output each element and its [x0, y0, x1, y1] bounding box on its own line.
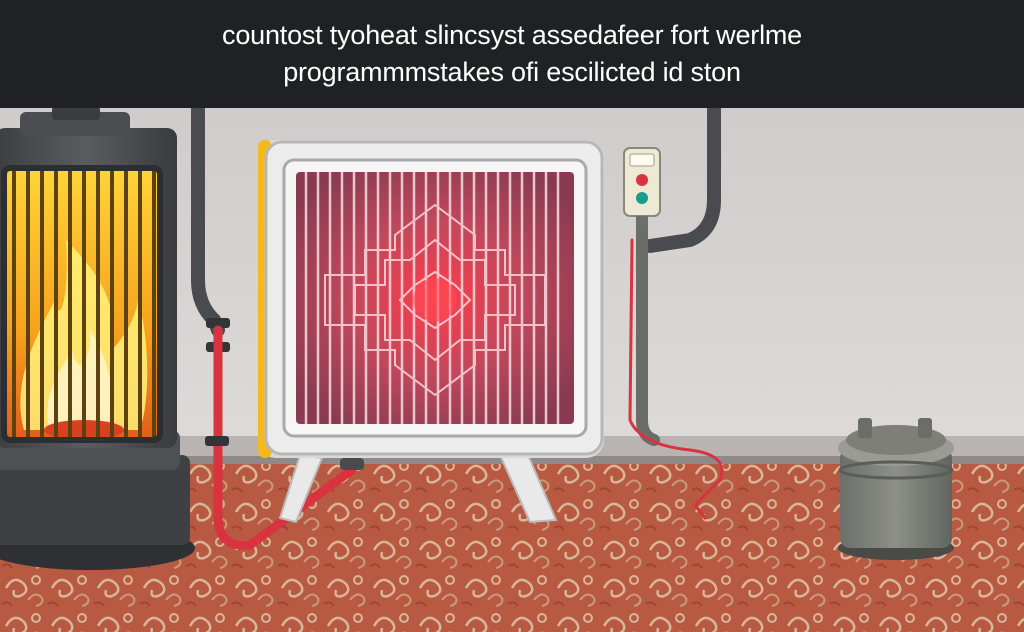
power-button-red — [636, 174, 648, 186]
vertical-conduit — [636, 230, 660, 446]
wood-stove — [0, 106, 195, 570]
right-pipe — [643, 101, 721, 253]
caption-line-2: programmmstakes ofi escilicted id ston — [283, 57, 741, 87]
caption-banner: countost tyoheat slincsyst assedafeer fo… — [0, 0, 1024, 108]
red-cable-right — [628, 238, 724, 520]
control-box — [623, 147, 661, 236]
radiant-heater — [258, 140, 604, 524]
power-button-teal — [636, 192, 648, 204]
red-cable-left — [213, 325, 357, 550]
caption-line-1: countost tyoheat slincsyst assedafeer fo… — [222, 20, 802, 50]
canister — [838, 418, 954, 560]
